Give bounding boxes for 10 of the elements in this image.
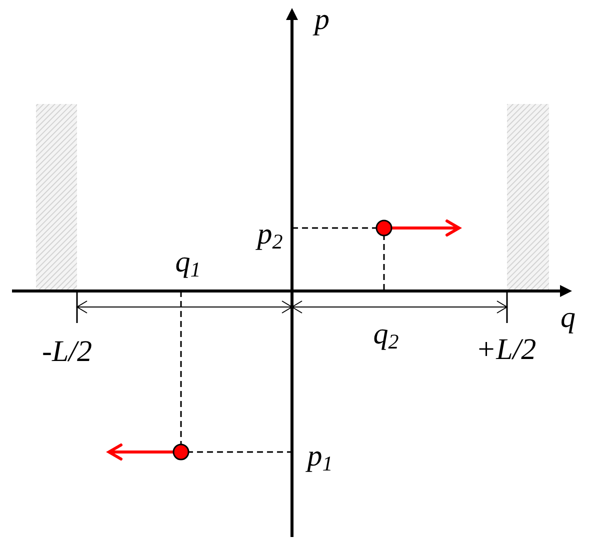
dimension-label: -L/2 (42, 337, 92, 367)
wall (507, 104, 549, 291)
coordinate-label: p$_{1}$ (307, 441, 333, 475)
coordinate-label: q$_{1}$ (175, 247, 201, 281)
dimension-label: +L/2 (476, 335, 536, 365)
wall (36, 104, 77, 291)
coordinate-label: q$_{2}$ (373, 319, 399, 353)
axis-label: p (314, 5, 330, 35)
coordinate-label: p$_{2}$ (257, 219, 283, 253)
axis-label: q (560, 303, 576, 333)
